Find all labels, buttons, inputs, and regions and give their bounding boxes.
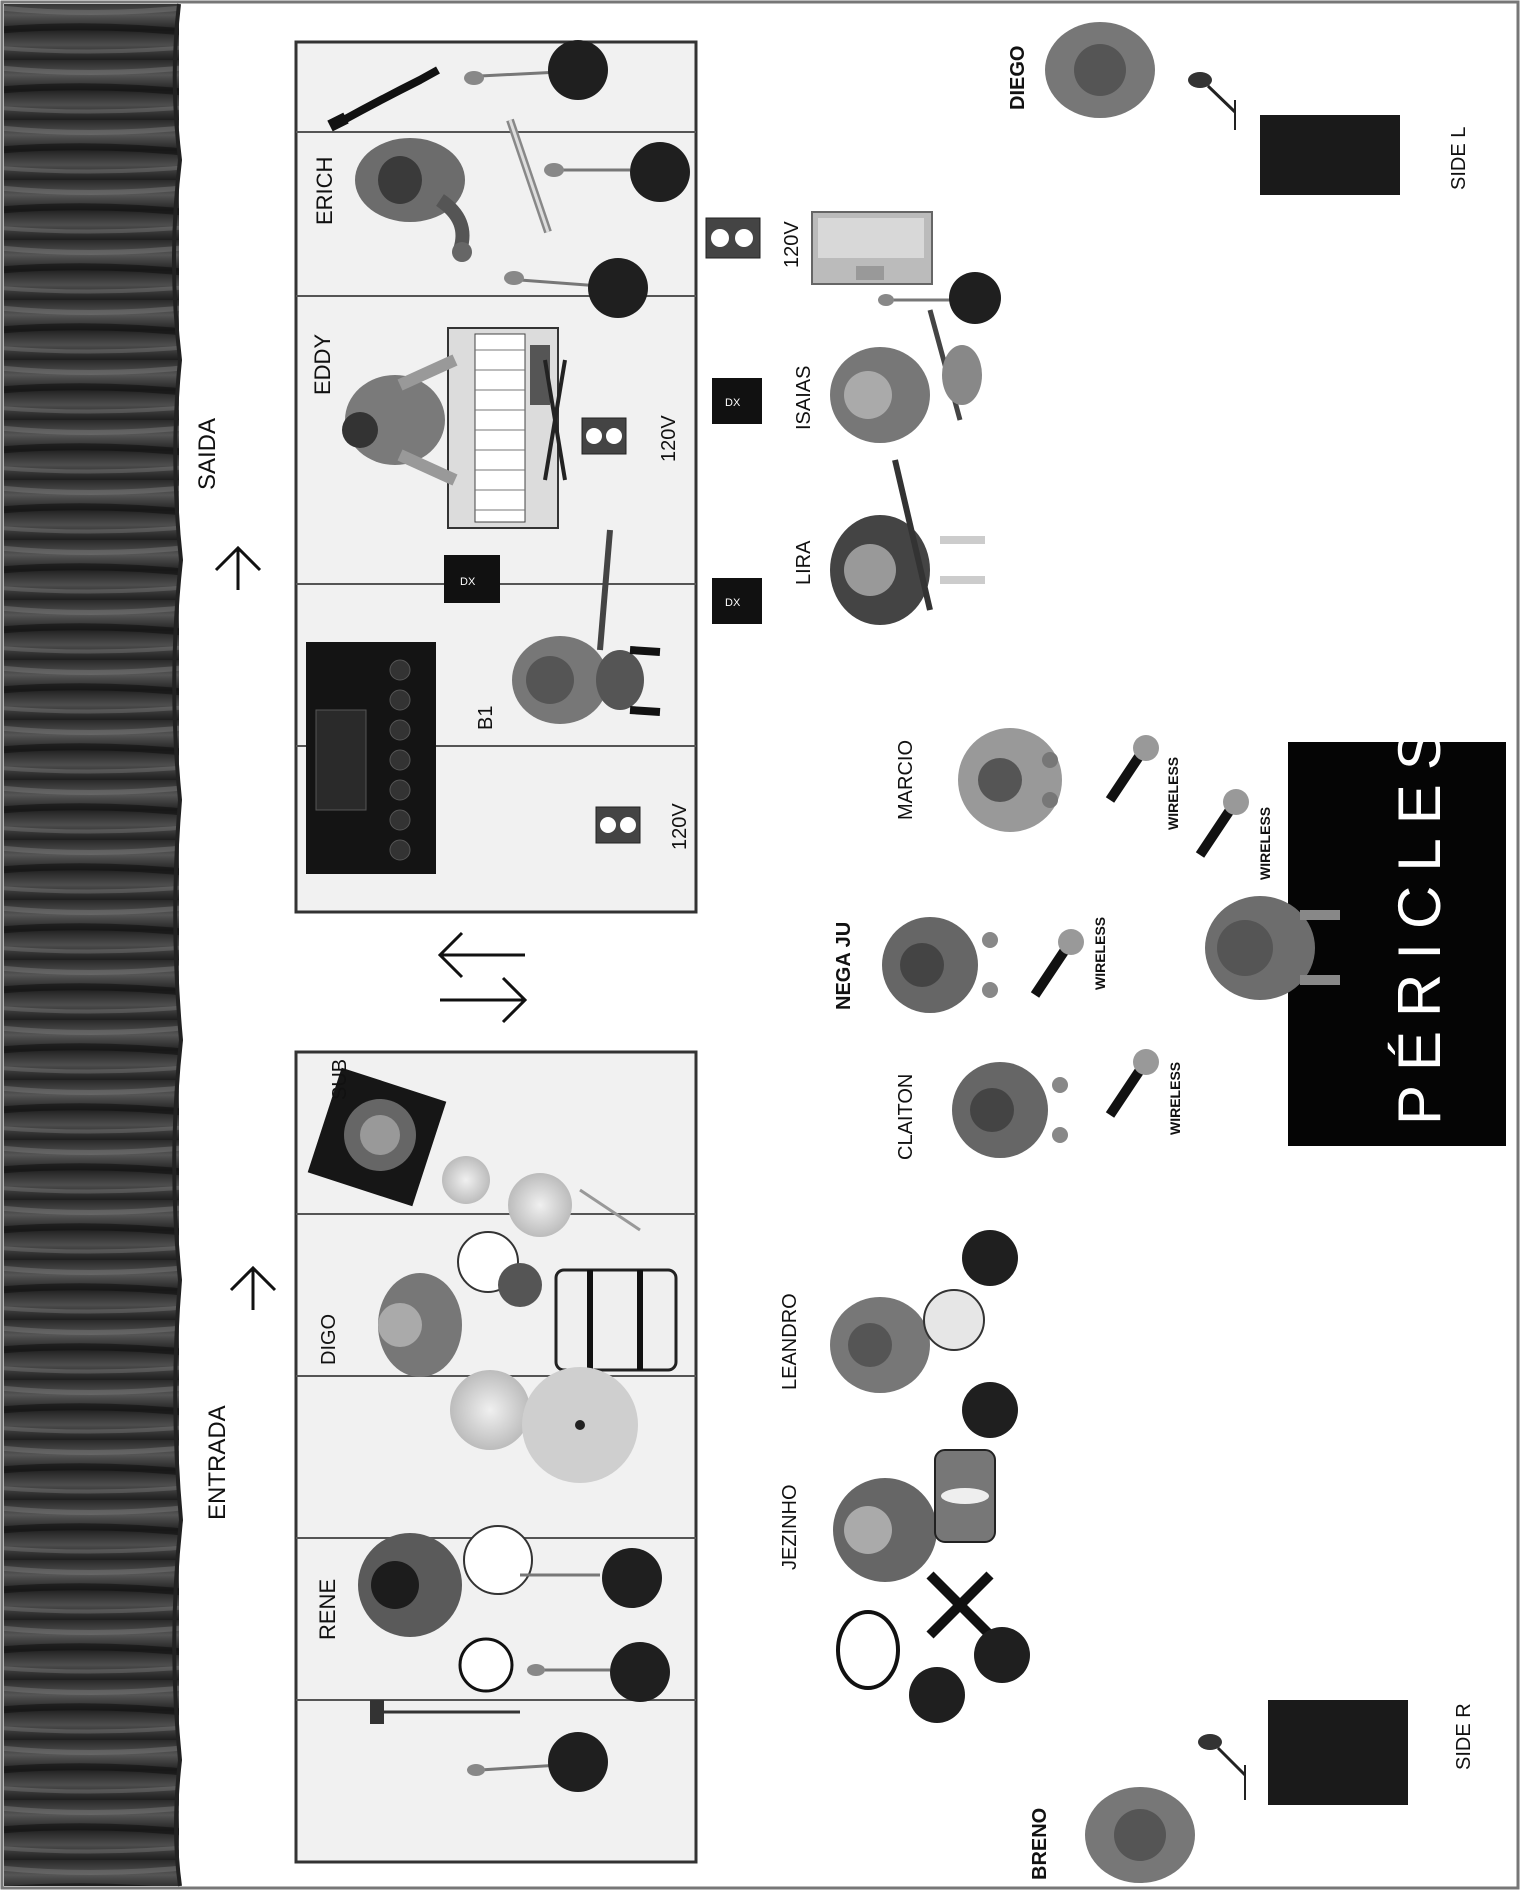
label-erich: ERICH [312,157,337,225]
label-claiton: CLAITON [895,1074,917,1160]
label-wireless-pericles: WIRELESS [1257,807,1273,880]
monitor-tag: DX [725,397,741,409]
label-jezinho: JEZINHO [779,1484,801,1570]
musician-marcio [958,728,1062,832]
label-isaias: ISAIAS [793,366,815,430]
musician-diego [1045,22,1155,118]
monitor-wedge-icon: DX [712,378,762,424]
musician-digo [378,1273,462,1377]
label-eddy: EDDY [310,334,335,395]
label-side-r: SIDE R [1453,1703,1475,1770]
label-wireless-claiton: WIRELESS [1167,1062,1183,1135]
label-saida: SAIDA [194,418,221,490]
monitor-wedge-icon: DX [444,555,500,603]
brand-name: PÉRICLES [1386,716,1453,1125]
power-outlet-icon [706,218,760,258]
bass-amp-icon [306,642,436,874]
label-lira: LIRA [793,540,815,585]
keyboard-icon [448,328,565,528]
monitor-tag: DX [725,597,741,609]
power-outlet-icon [596,807,640,843]
label-breno: BRENO [1029,1808,1051,1880]
label-marcio: MARCIO [895,740,917,820]
brand-banner: PÉRICLES [1288,716,1506,1146]
label-120v-lira: 120V [781,221,803,268]
label-leandro: LEANDRO [779,1293,801,1390]
label-b1: B1 [475,706,497,730]
label-side-l: SIDE L [1448,127,1470,190]
laptop-icon [812,212,932,284]
side-fill-right [1268,1700,1408,1805]
curtain [4,4,181,1886]
label-nega-ju: NEGA JU [833,922,855,1010]
label-rene: RENE [315,1579,340,1640]
label-120v-b1: 120V [669,803,691,850]
monitor-wedge-icon: DX [712,578,762,624]
label-wireless-marcio: WIRELESS [1165,757,1181,830]
monitor-tag: DX [460,576,476,588]
musician-breno [1085,1787,1195,1883]
side-fill-left [1260,115,1400,195]
label-diego: DIEGO [1007,46,1029,110]
label-120v-eddy: 120V [658,415,680,462]
label-entrada: ENTRADA [204,1405,231,1520]
power-outlet-icon [582,418,626,454]
label-wireless-nega-ju: WIRELESS [1092,917,1108,990]
label-digo: DIGO [318,1314,340,1365]
label-sub: SUB [329,1059,351,1100]
